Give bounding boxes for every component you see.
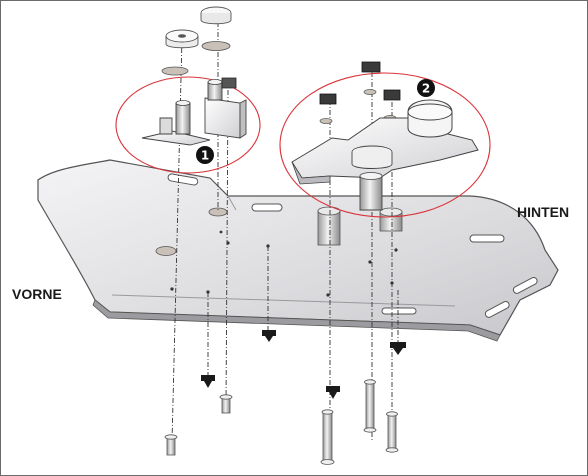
plate-slot <box>512 276 538 294</box>
callout-ring <box>115 76 261 174</box>
bracket-assembly-2 <box>291 99 479 211</box>
washer <box>201 41 231 51</box>
callout-badge <box>417 79 435 97</box>
washer <box>155 246 177 256</box>
mounting-bolt <box>320 409 335 465</box>
callout-number: 2 <box>422 82 430 96</box>
plate-slot <box>381 307 417 315</box>
spacer-tube <box>317 206 341 246</box>
mounting-bolt <box>363 379 377 433</box>
label-front: VORNE <box>12 286 62 302</box>
top-knob-nut <box>200 6 232 25</box>
plate-slot <box>484 300 510 318</box>
lock-nut <box>201 375 215 388</box>
mounting-bolt <box>385 411 399 453</box>
callout-number: 1 <box>201 149 209 163</box>
callout-badge <box>196 146 214 164</box>
spacer-tube <box>379 207 403 232</box>
mounting-bolt <box>164 434 178 456</box>
washer <box>161 66 189 76</box>
mounting-bolt <box>219 394 233 414</box>
lock-nut <box>390 342 406 355</box>
plate-slot <box>251 203 283 212</box>
cap-nut <box>165 29 199 49</box>
plate-slot <box>167 173 199 186</box>
base-plate <box>37 159 559 342</box>
lock-nut <box>262 330 276 342</box>
bracket-assembly-1 <box>141 77 247 146</box>
label-rear: HINTEN <box>517 204 569 220</box>
callout-ring <box>279 72 491 218</box>
plate-slot <box>469 234 505 243</box>
top-nut-cluster <box>319 61 401 124</box>
lock-nut <box>326 386 340 399</box>
